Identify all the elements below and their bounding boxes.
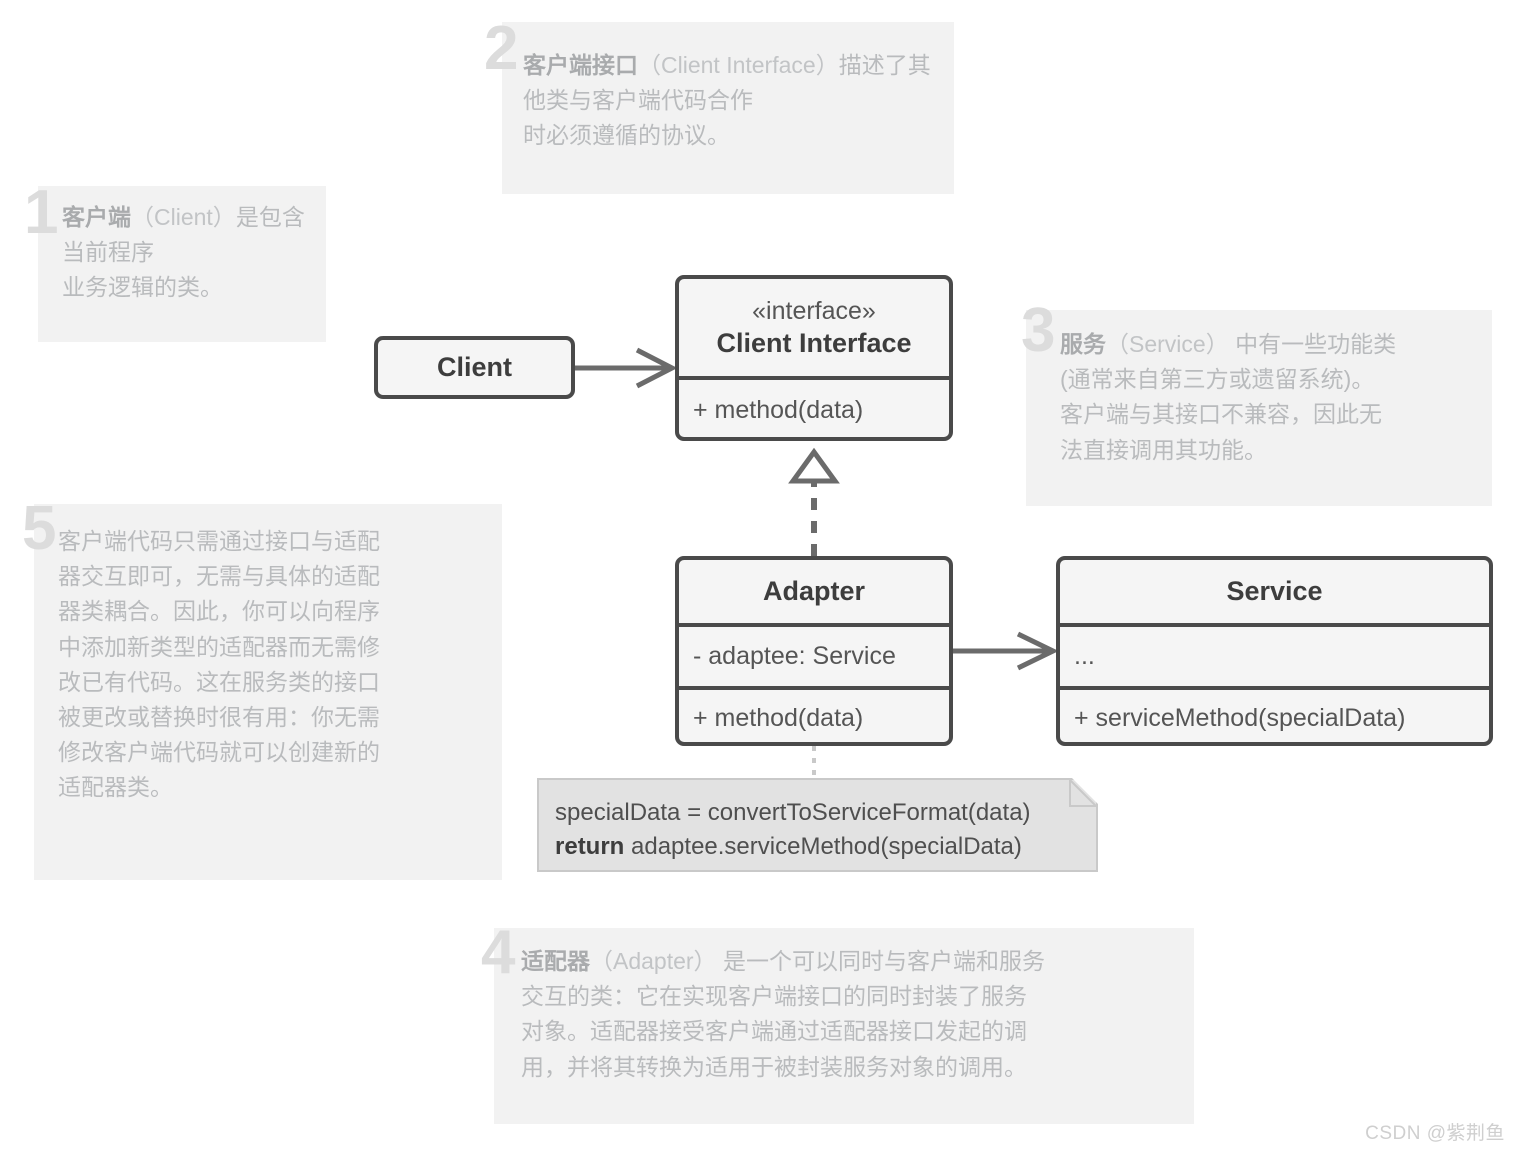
uml-stereotype-label: «interface» [752, 296, 876, 325]
uml-class-adapter[interactable]: Adapter - adaptee: Service + method(data… [675, 556, 953, 746]
annotation-text-3: 服务（Service） 中有一些功能类 (通常来自第三方或遗留系统)。 客户端与… [1060, 327, 1500, 468]
open-arrowhead-icon [1016, 631, 1059, 671]
annotation-body-3: 中有一些功能类 (通常来自第三方或遗留系统)。 客户端与其接口不兼容，因此无 法… [1060, 331, 1397, 463]
note-code-line-2-rest: adaptee.serviceMethod(specialData) [624, 833, 1022, 861]
uml-interface-title-row: «interface» Client Interface [679, 279, 949, 376]
annotation-text-4: 适配器（Adapter） 是一个可以同时与客户端和服务 交互的类：它在实现客户端… [521, 944, 1201, 1085]
annotation-body-5: 客户端代码只需通过接口与适配 器交互即可，无需与具体的适配 器类耦合。因此，你可… [58, 528, 380, 801]
note-code-keyword: return [555, 833, 625, 861]
uml-service-field-0: ... [1060, 623, 1489, 686]
annotation-panel-2 [502, 22, 954, 194]
note-code-body: specialData = convertToServiceFormat(dat… [555, 796, 1031, 864]
annotation-panel-4 [494, 928, 1194, 1124]
uml-interface-name: Client Interface [716, 327, 912, 358]
annotation-text-5: 客户端代码只需通过接口与适配 器交互即可，无需与具体的适配 器类耦合。因此，你可… [58, 524, 488, 806]
annotation-text-2: 客户端接口（Client Interface）描述了其他类与客户端代码合作 时必… [523, 48, 953, 154]
open-arrowhead-icon [635, 347, 678, 389]
annotation-body-4: 是一个可以同时与客户端和服务 交互的类：它在实现客户端接口的同时封装了服务 对象… [521, 948, 1045, 1080]
note-code-line-2: return adaptee.serviceMethod(specialData… [555, 830, 1031, 864]
hollow-triangle-icon [788, 447, 840, 484]
uml-class-client-title: Client [378, 340, 571, 395]
annotation-number-4: 4 [481, 918, 515, 987]
annotation-title-3: 服务 [1060, 331, 1106, 357]
watermark-label: CSDN @紫荆鱼 [1365, 1123, 1505, 1144]
uml-class-client[interactable]: Client [374, 336, 575, 399]
uml-interface-client-interface[interactable]: «interface» Client Interface + method(da… [675, 275, 953, 441]
uml-interface-method-0: + method(data) [679, 376, 949, 437]
uml-class-service-title: Service [1060, 560, 1489, 623]
uml-note-code: specialData = convertToServiceFormat(dat… [537, 778, 1098, 872]
annotation-title-1: 客户端 [62, 204, 131, 230]
annotation-title-en-3: （Service） [1106, 331, 1229, 357]
annotation-panel-1 [38, 186, 326, 342]
annotation-number-2: 2 [484, 14, 518, 83]
uml-class-adapter-title: Adapter [679, 560, 949, 623]
uml-adapter-field-0: - adaptee: Service [679, 623, 949, 686]
annotation-title-2: 客户端接口 [523, 52, 638, 78]
uml-adapter-method-0: + method(data) [679, 686, 949, 742]
annotation-number-3: 3 [1021, 296, 1055, 365]
annotation-body-2: 描述了其他类与客户端代码合作 时必须遵循的协议。 [523, 52, 931, 149]
annotation-text-1: 客户端（Client）是包含当前程序 业务逻辑的类。 [62, 200, 322, 306]
annotation-title-4: 适配器 [521, 948, 590, 974]
annotation-panel-5 [34, 504, 502, 880]
annotation-body-1: 是包含当前程序 业务逻辑的类。 [62, 204, 305, 301]
annotation-panel-3 [1026, 310, 1492, 506]
annotation-title-en-1: （Client） [131, 204, 236, 230]
uml-class-adapter-name: Adapter [762, 576, 865, 606]
note-corner-fold-outline [1069, 780, 1096, 807]
uml-service-method-0: + serviceMethod(specialData) [1060, 686, 1489, 742]
annotation-title-en-4: （Adapter） [590, 948, 717, 974]
uml-class-client-name: Client [436, 352, 512, 382]
note-corner-fold-icon [1072, 778, 1098, 804]
uml-class-service[interactable]: Service ... + serviceMethod(specialData) [1056, 556, 1493, 746]
annotation-title-en-2: （Client Interface） [638, 52, 839, 78]
uml-class-service-name: Service [1226, 576, 1323, 606]
note-code-line-1: specialData = convertToServiceFormat(dat… [555, 799, 1031, 826]
annotation-number-1: 1 [24, 178, 58, 247]
annotation-number-5: 5 [22, 494, 56, 563]
